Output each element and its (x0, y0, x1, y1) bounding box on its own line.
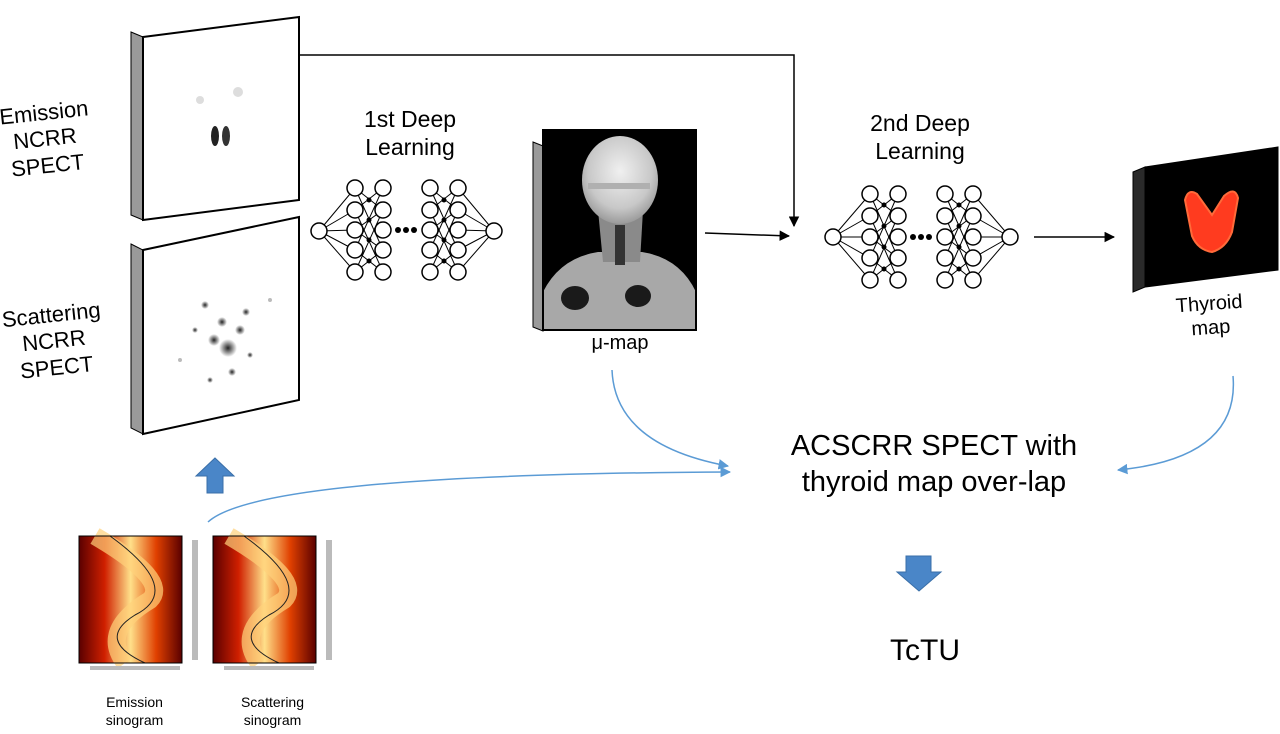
second-dl-line-2: Learning (875, 137, 965, 164)
second-dl-line-1: 2nd Deep (870, 110, 970, 136)
second-network (824, 185, 1019, 289)
mu-map-to-second-dl-arrow (704, 230, 791, 241)
scattering-ncrr-spect-label: Scattering NCRR SPECT (0, 297, 110, 387)
thyroid-map-panel (1132, 146, 1279, 293)
emission-sinogram-line-2: sinogram (105, 711, 164, 728)
mu-map-panel (532, 129, 697, 332)
emission-spect-panel (130, 15, 300, 222)
first-network (310, 179, 503, 281)
acscrr-spect-label: ACSCRR SPECT with thyroid map over-lap (734, 428, 1134, 501)
down-block-arrow (895, 555, 943, 592)
scattering-spect-panel (130, 215, 300, 436)
tctu-label: TcTU (855, 633, 995, 669)
mu-map-label: μ-map (570, 331, 670, 355)
mu-map-to-acscrr-curve (611, 369, 730, 470)
thyroid-map-label: Thyroid map (1158, 289, 1261, 344)
scattering-sinogram-line-1: Scattering (240, 694, 305, 710)
emission-sinogram-plot (78, 528, 198, 670)
scattering-sinogram-line-2: sinogram (243, 711, 302, 728)
second-deep-learning-label: 2nd Deep Learning (850, 110, 990, 165)
first-dl-line-2: Learning (365, 133, 455, 160)
first-dl-line-1: 1st Deep (363, 106, 457, 132)
acscrr-line-1: ACSCRR SPECT with (790, 430, 1078, 462)
scattering-sinogram-plot (212, 528, 332, 670)
up-block-arrow (194, 457, 236, 494)
acscrr-line-2: thyroid map over-lap (801, 466, 1067, 499)
first-deep-learning-label: 1st Deep Learning (340, 106, 480, 161)
mu-map-text: μ-map (591, 332, 649, 354)
emission-sinogram-line-1: Emission (106, 694, 163, 710)
emission-sinogram-label: Emission sinogram (82, 694, 187, 729)
emission-ncrr-spect-label: Emission NCRR SPECT (0, 95, 92, 184)
tctu-text: TcTU (890, 634, 960, 667)
emission-to-second-dl-arrow (299, 54, 800, 228)
thyroid-to-acscrr-curve (1116, 375, 1235, 475)
sinogram-to-acscrr-curve (207, 466, 732, 523)
scattering-sinogram-label: Scattering sinogram (220, 694, 325, 729)
